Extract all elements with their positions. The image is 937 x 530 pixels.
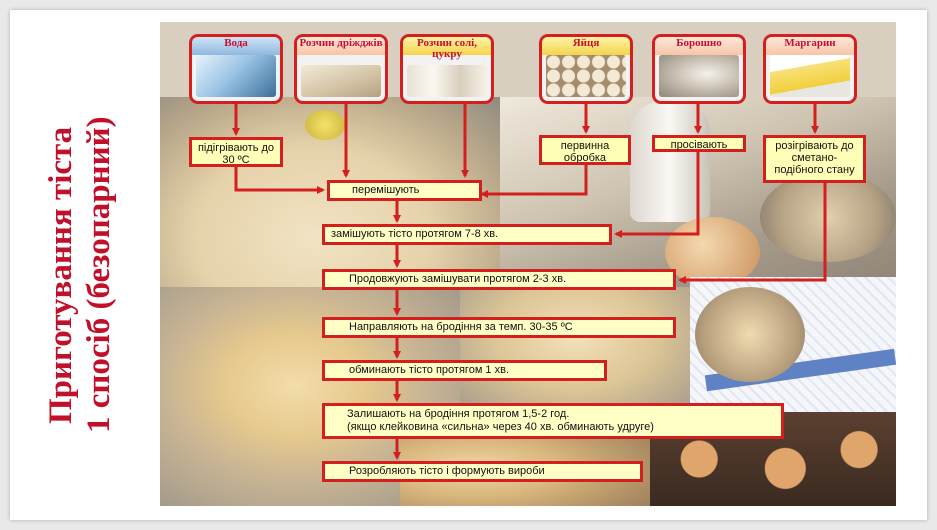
title-line-1: Приготування тіста xyxy=(43,126,81,423)
slide-title: Приготування тіста 1 спосіб (безопарний) xyxy=(26,40,136,510)
flow-arrows xyxy=(160,22,896,506)
flowchart-panel: Вода Розчин дріжджів Розчин солі, цукру … xyxy=(160,22,896,506)
title-line-2: 1 спосіб (безопарний) xyxy=(81,117,119,434)
